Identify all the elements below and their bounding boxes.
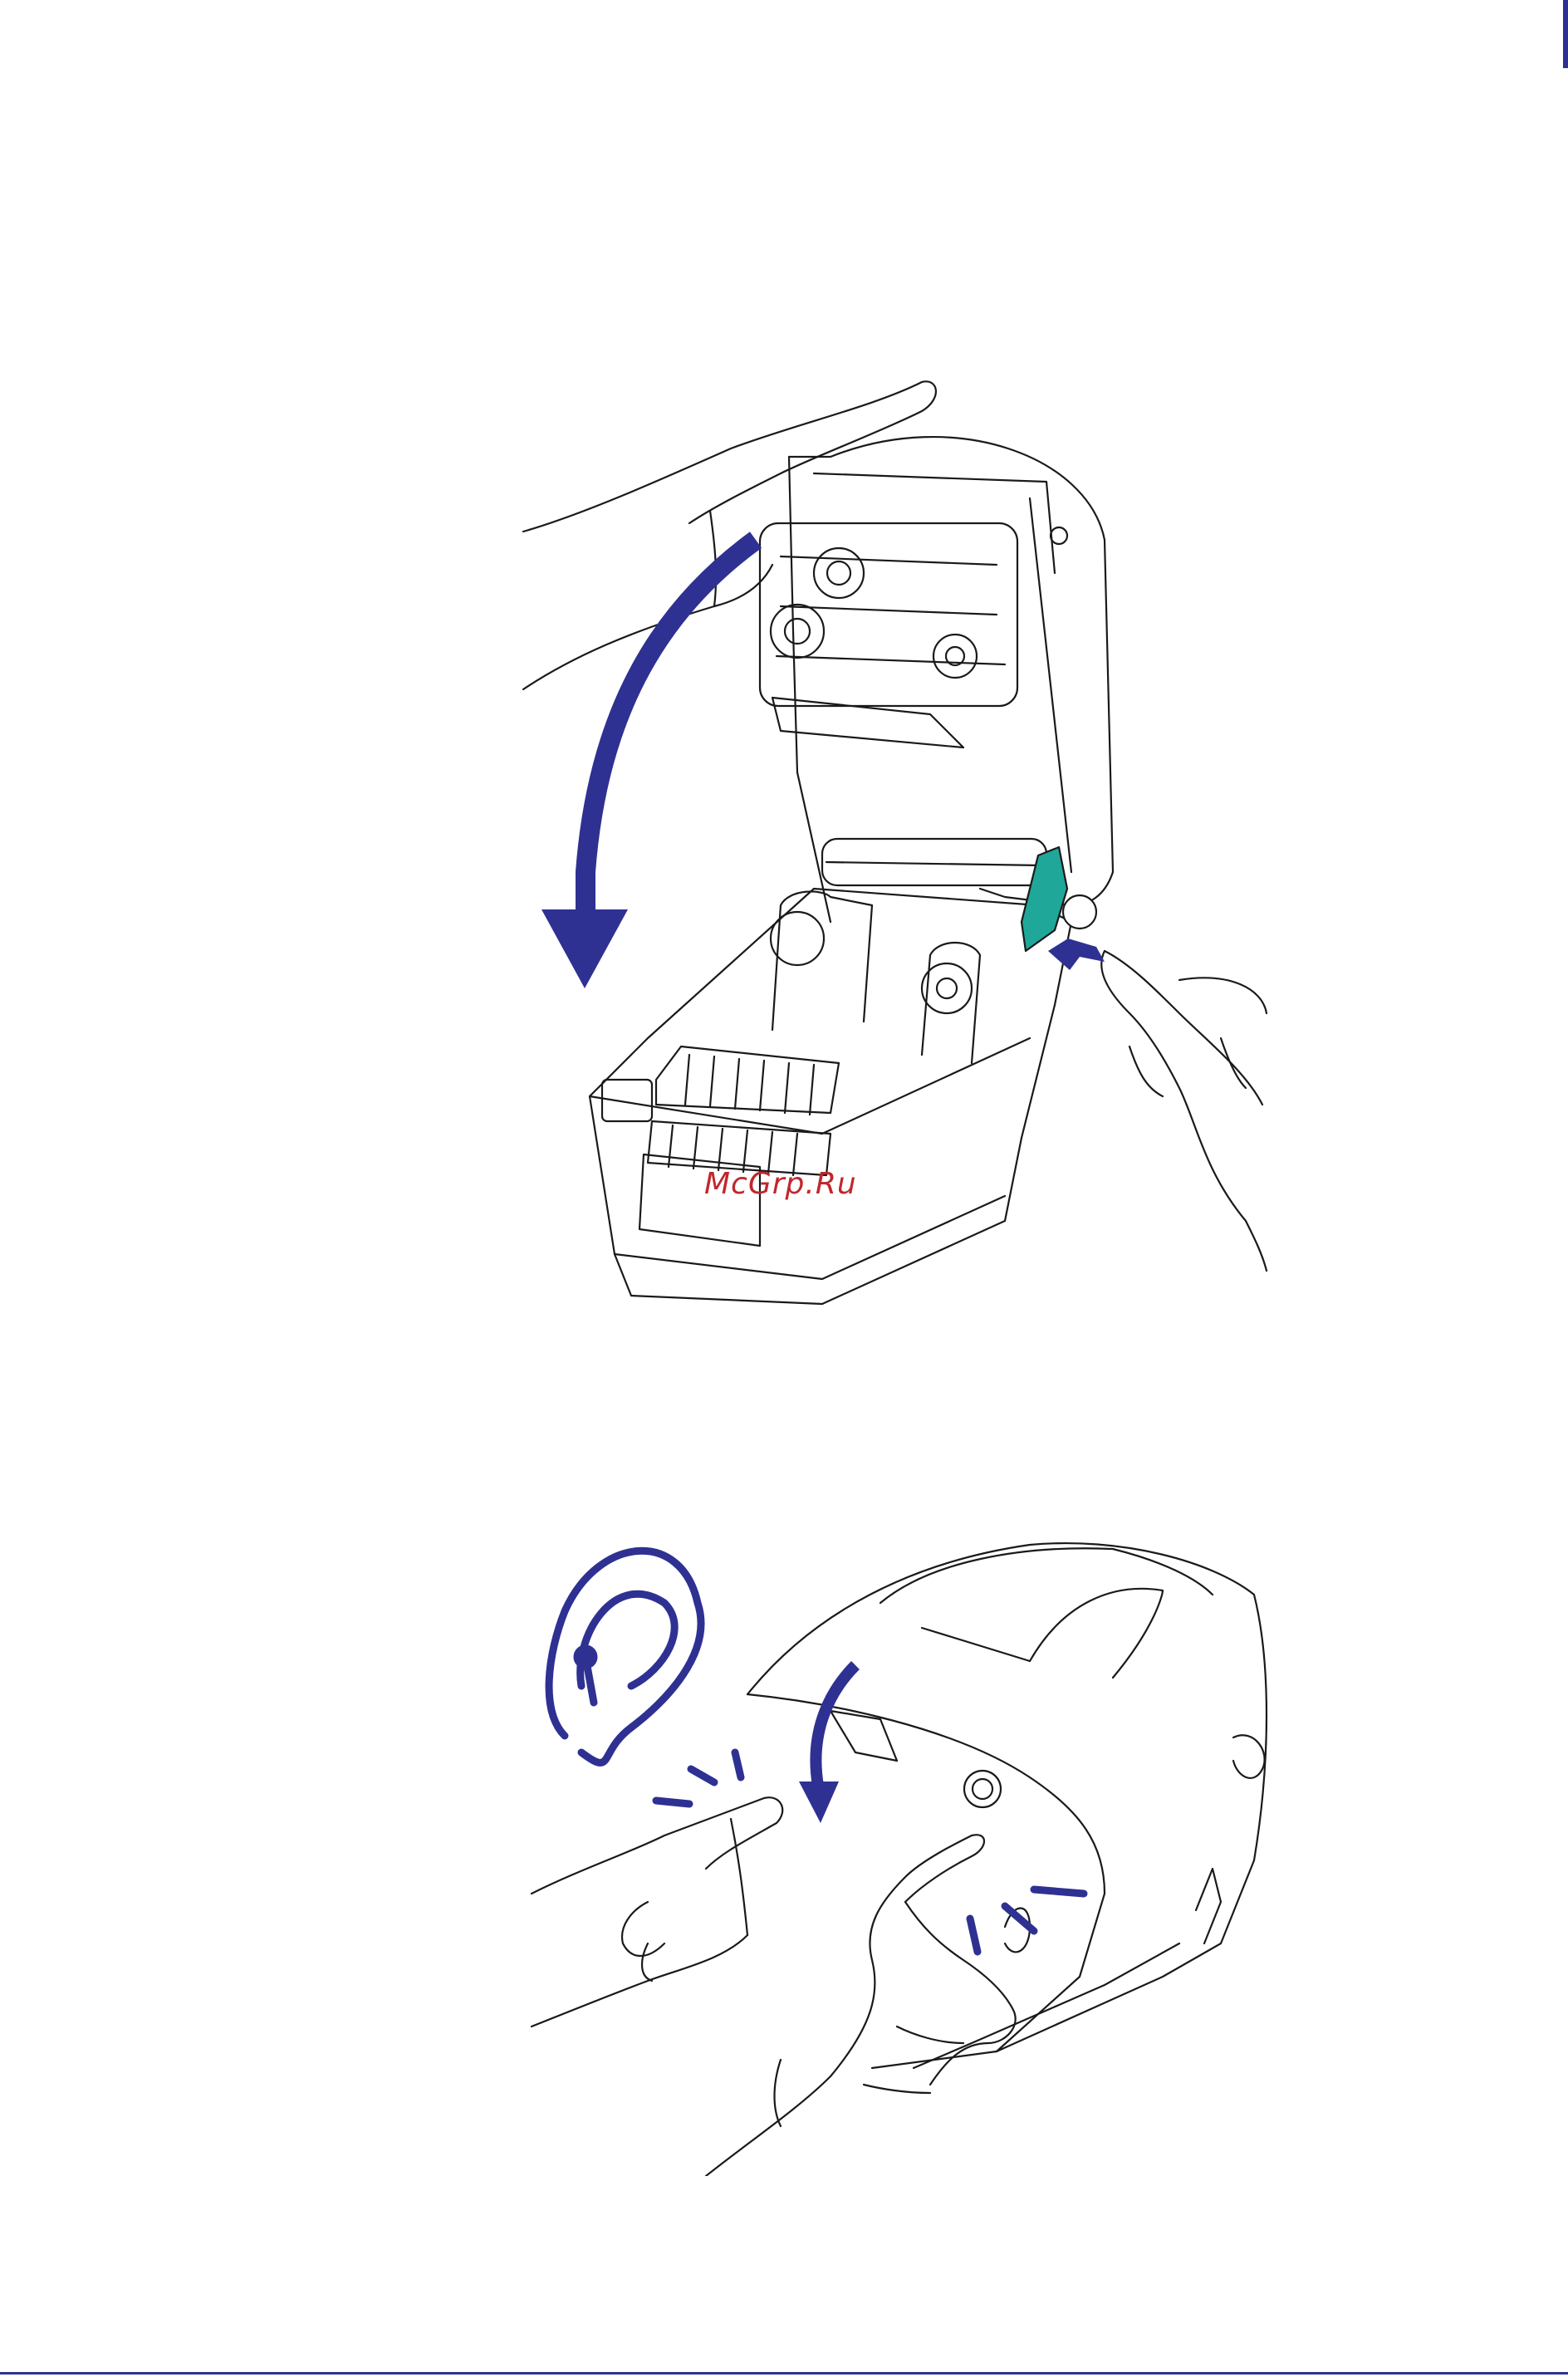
bottom-rule: [0, 2372, 1568, 2375]
click-lines-icon: [656, 1752, 1084, 1952]
hand-lower: [1105, 951, 1262, 1105]
down-arrow-icon: [541, 540, 756, 988]
down-arrow-icon: [799, 1665, 855, 1823]
hand-right: [706, 1835, 984, 2176]
hand-upper: [523, 381, 936, 532]
figure-press-to-snap: [0, 1512, 1568, 2176]
push-arrow-icon: [1048, 939, 1105, 970]
printer-base: [590, 889, 1071, 1304]
page-edge-tab: [1563, 0, 1568, 68]
printer-cover: [789, 437, 1113, 905]
ear-icon: [549, 1551, 701, 1762]
hand-left: [532, 1797, 782, 1894]
figure-press-to-snap-drawing: [0, 1512, 1568, 2176]
watermark: McGrp.Ru: [704, 1167, 887, 1201]
release-tab: [1022, 847, 1067, 951]
